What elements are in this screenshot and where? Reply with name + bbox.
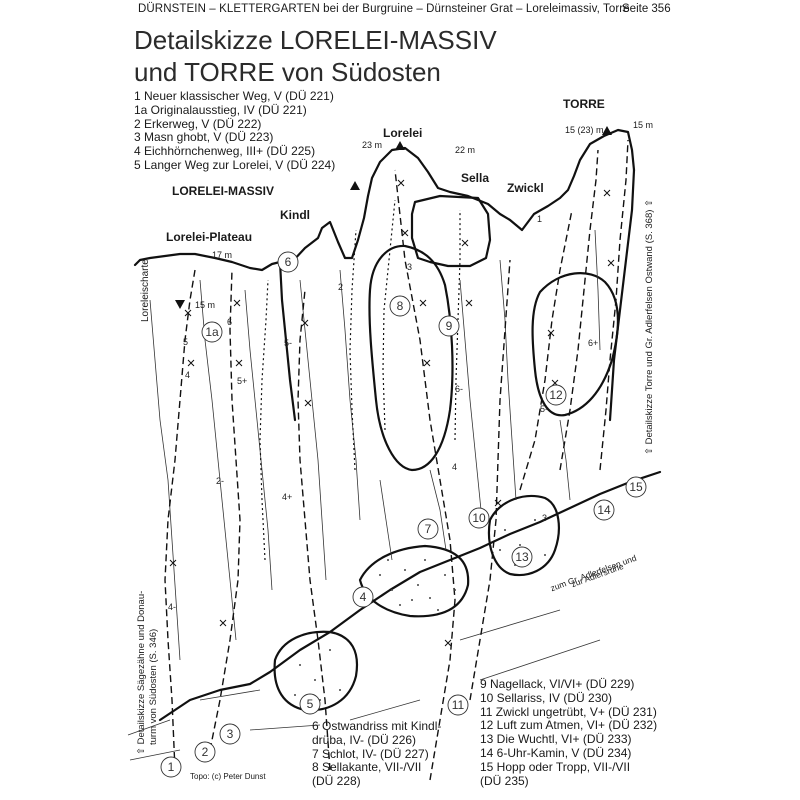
route-marker-4: 4 — [360, 590, 367, 604]
grade-label: 2- — [216, 476, 224, 486]
credit: Topo: (c) Peter Dunst — [190, 772, 266, 781]
route-marker-5: 5 — [307, 697, 314, 711]
grade-label: 5- — [540, 404, 548, 414]
grade-label: 3 — [407, 262, 412, 272]
list-item: 6 Ostwandriss mit Kindl- — [312, 720, 441, 734]
height-lorelei: 23 m — [362, 140, 382, 150]
grade-label: 4+ — [282, 492, 292, 502]
grade-label: 6+ — [588, 338, 598, 348]
label-lorelei: Lorelei — [383, 126, 422, 140]
route-marker-6: 6 — [285, 255, 292, 269]
grade-label: 4 — [185, 370, 190, 380]
grade-label: 2 — [338, 282, 343, 292]
label-lorelei-plateau: Lorelei-Plateau — [166, 230, 252, 244]
height-plateau-2: 15 m — [195, 300, 215, 310]
label-sella: Sella — [461, 171, 489, 185]
list-item: 11 Zwickl ungetrübt, V+ (DÜ 231) — [480, 706, 657, 720]
list-item: drüba, IV- (DÜ 226) — [312, 734, 441, 748]
side-note-left-1: ⇧ Detailskizze Sägezähne und Donau- — [136, 591, 147, 755]
list-item: (DÜ 228) — [312, 775, 441, 789]
list-item: 13 Die Wuchtl, VI+ (DÜ 233) — [480, 733, 657, 747]
list-item: 8 Sellakante, VII-/VII — [312, 761, 441, 775]
label-loreleischarte: Loreleischarte — [140, 259, 151, 322]
list-item: 7 Schlot, IV- (DÜ 227) — [312, 748, 441, 762]
height-plateau: 17 m — [212, 250, 232, 260]
route-marker-10: 10 — [472, 511, 486, 525]
route-marker-15: 15 — [629, 480, 643, 494]
route-marker-3: 3 — [227, 727, 234, 741]
grade-label: 5- — [284, 338, 292, 348]
label-torre: TORRE — [563, 97, 605, 111]
grade-label: 6- — [455, 384, 463, 394]
grade-label: 5+ — [237, 376, 247, 386]
route-list-mid: 6 Ostwandriss mit Kindl- drüba, IV- (DÜ … — [312, 720, 441, 789]
route-marker-1a: 1a — [205, 325, 219, 339]
grade-label: 1 — [537, 214, 542, 224]
list-item: 9 Nagellack, VI/VI+ (DÜ 229) — [480, 678, 657, 692]
route-marker-8: 8 — [397, 299, 404, 313]
list-item: 15 Hopp oder Tropp, VII-/VII — [480, 761, 657, 775]
route-marker-12: 12 — [549, 388, 563, 402]
label-lorelei-massiv: LORELEI-MASSIV — [172, 184, 274, 198]
route-marker-7: 7 — [425, 522, 432, 536]
grade-label: 5 — [183, 337, 188, 347]
route-marker-13: 13 — [515, 550, 529, 564]
route-marker-1: 1 — [168, 760, 175, 774]
route-marker-14: 14 — [597, 503, 611, 517]
route-marker-11: 11 — [452, 698, 465, 712]
height-torre: 15 (23) m — [565, 125, 604, 135]
route-list-right: 9 Nagellack, VI/VI+ (DÜ 229) 10 Sellaris… — [480, 678, 657, 788]
label-kindl: Kindl — [280, 208, 310, 222]
height-torre-2: 15 m — [633, 120, 653, 130]
label-zwickl: Zwickl — [507, 181, 544, 195]
list-item: 12 Luft zum Atmen, VI+ (DÜ 232) — [480, 719, 657, 733]
height-sella: 22 m — [455, 145, 475, 155]
grade-label: 4 — [452, 462, 457, 472]
grade-label: 3 — [542, 513, 547, 523]
list-item: 10 Sellariss, IV (DÜ 230) — [480, 692, 657, 706]
route-marker-2: 2 — [202, 745, 209, 759]
grade-label: 6 — [227, 317, 232, 327]
list-item: (DÜ 235) — [480, 775, 657, 789]
list-item: 14 6-Uhr-Kamin, V (DÜ 234) — [480, 747, 657, 761]
grade-label: 4- — [168, 602, 176, 612]
route-marker-9: 9 — [446, 319, 453, 333]
side-note-left-2: turm von Südosten (S. 346) — [148, 629, 159, 745]
side-note-right: ⇧ Detailskizze Torre und Gr. Adlerfelsen… — [644, 199, 655, 455]
